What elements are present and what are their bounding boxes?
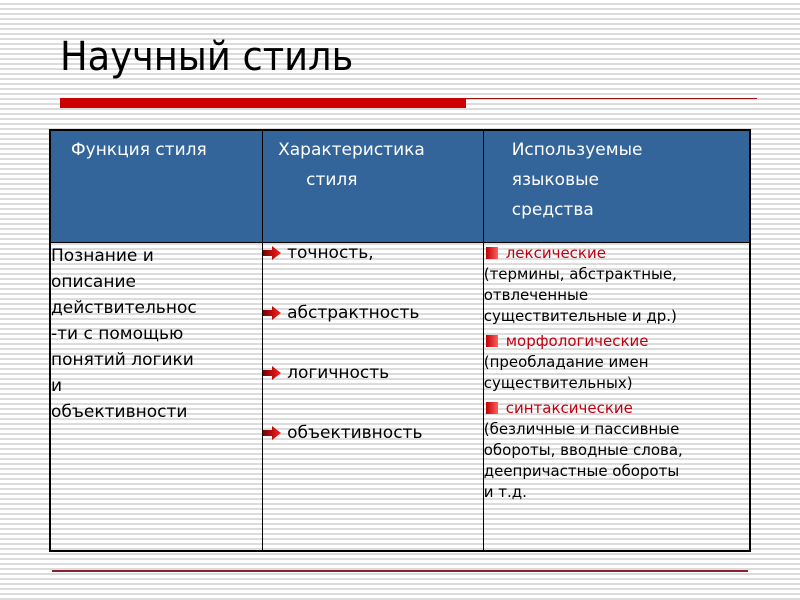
slide-title: Научный стиль bbox=[60, 34, 354, 80]
list-item: точность, bbox=[263, 243, 483, 263]
means-group-syntactic: синтаксические (безличные и пассивные об… bbox=[484, 398, 749, 503]
title-underline-thin bbox=[466, 98, 757, 99]
means-group-label: синтаксические bbox=[505, 398, 633, 417]
square-bullet-icon bbox=[485, 335, 498, 347]
means-desc-line: существительных) bbox=[483, 373, 633, 392]
characteristic-label: объективность bbox=[287, 422, 423, 443]
function-line: объективности bbox=[51, 401, 188, 422]
function-line: описание bbox=[51, 271, 136, 292]
function-line: и bbox=[51, 375, 63, 396]
list-item: объективность bbox=[263, 423, 483, 443]
characteristic-label: точность, bbox=[287, 242, 374, 263]
characteristic-label: абстрактность bbox=[287, 302, 420, 323]
arrow-bullet-icon bbox=[263, 245, 282, 260]
header-characteristic-line2: стиля bbox=[306, 170, 358, 190]
means-cell: лексические (термины, абстрактные, отвле… bbox=[482, 241, 751, 552]
means-desc-line: отвлеченные bbox=[483, 285, 589, 304]
title-underline-thick bbox=[60, 98, 466, 108]
header-means-line2: языковые bbox=[511, 170, 599, 190]
header-means-line3: средства bbox=[511, 200, 594, 220]
table-header-row: Функция стиля Характеристика стиля Испол… bbox=[49, 129, 751, 243]
means-desc-line: деепричастные обороты bbox=[483, 461, 680, 480]
means-desc-line: существительные и др.) bbox=[483, 306, 677, 325]
means-group-label: морфологические bbox=[505, 331, 649, 350]
function-line: действительнос bbox=[51, 297, 197, 318]
header-means-line1: Используемые bbox=[511, 140, 643, 160]
table-row: Познание и описание действительнос -ти с… bbox=[49, 241, 751, 552]
square-bullet-icon bbox=[485, 247, 498, 259]
header-characteristic-line1: Характеристика bbox=[278, 140, 425, 160]
means-group-lexical: лексические (термины, абстрактные, отвле… bbox=[484, 243, 749, 327]
means-desc-line: (термины, абстрактные, bbox=[483, 264, 677, 283]
style-table: Функция стиля Характеристика стиля Испол… bbox=[49, 129, 751, 552]
characteristic-label: логичность bbox=[287, 362, 390, 383]
means-group-morphological: морфологические (преобладание имен сущес… bbox=[484, 331, 749, 394]
header-function-label: Функция стиля bbox=[71, 140, 207, 160]
footer-rule bbox=[52, 570, 748, 572]
arrow-bullet-icon bbox=[263, 365, 282, 380]
function-cell: Познание и описание действительнос -ти с… bbox=[49, 241, 264, 552]
means-desc-line: (безличные и пассивные bbox=[483, 419, 680, 438]
arrow-bullet-icon bbox=[263, 425, 282, 440]
means-desc-line: (преобладание имен bbox=[483, 352, 649, 371]
function-line: понятий логики bbox=[51, 349, 194, 370]
function-line: Познание и bbox=[51, 245, 154, 266]
list-item: абстрактность bbox=[263, 303, 483, 323]
square-bullet-icon bbox=[485, 402, 498, 414]
means-desc-line: и т.д. bbox=[483, 482, 527, 501]
means-desc-line: обороты, вводные слова, bbox=[483, 440, 683, 459]
header-function: Функция стиля bbox=[49, 129, 264, 243]
header-characteristic: Характеристика стиля bbox=[262, 129, 484, 243]
means-group-label: лексические bbox=[505, 243, 606, 262]
header-means: Используемые языковые средства bbox=[482, 129, 751, 243]
list-item: логичность bbox=[263, 363, 483, 383]
function-line: -ти с помощью bbox=[51, 323, 184, 344]
arrow-bullet-icon bbox=[263, 305, 282, 320]
characteristics-cell: точность, абстрактность логичность объек… bbox=[262, 241, 484, 552]
